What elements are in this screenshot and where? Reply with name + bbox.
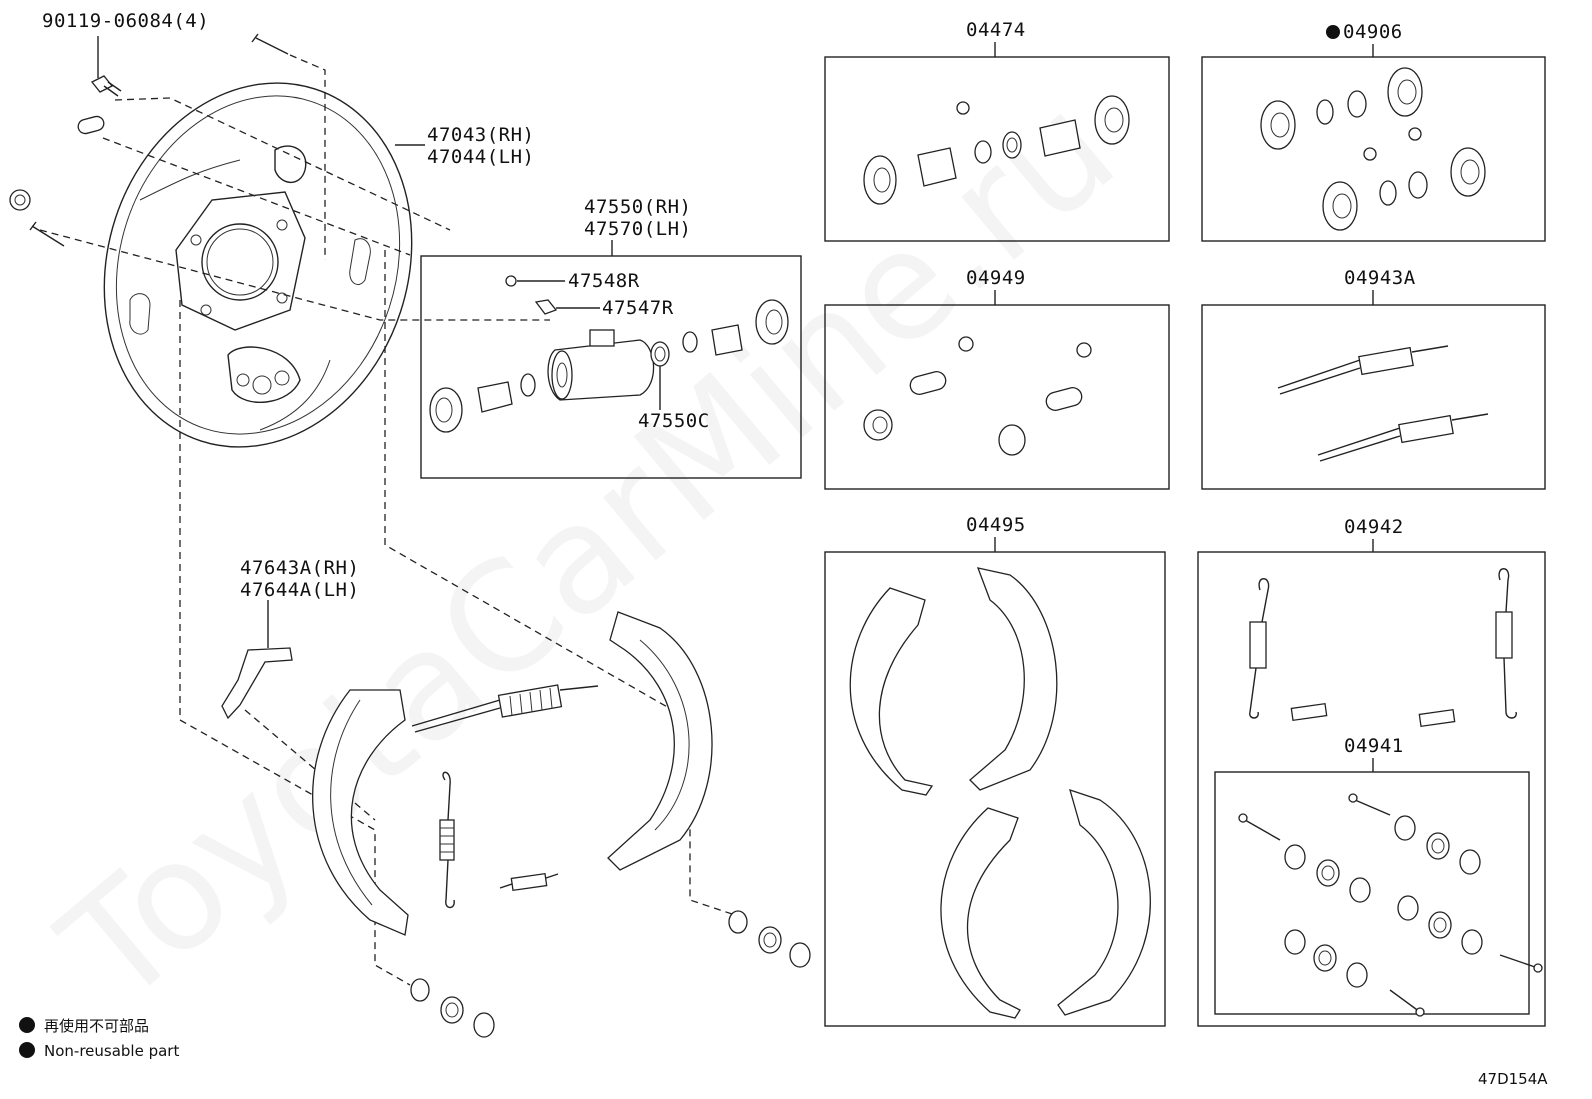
kit-04906-label: 04906 [1343,21,1403,43]
pin-part-top [251,33,289,55]
kit-04941-box [1214,771,1530,1015]
kit-04942-label: 04942 [1344,516,1404,538]
kit-04474-box [824,56,1170,242]
label-backing-plate-lh: 47044(LH) [427,146,534,168]
figure-code: 47D154A [1478,1070,1548,1088]
kit-04495-label: 04495 [966,514,1026,536]
label-bleeder-cap: 47548R [568,270,640,292]
kit-04906-parts [1260,67,1486,231]
plug-part [9,189,31,211]
kit-04942-springs [1249,568,1517,728]
kit-04495-shoes [849,567,1151,1019]
label-wheel-cylinder-lh: 47570(LH) [584,218,691,240]
legend-dot-icon-jp [19,1017,35,1033]
kit-04941-hold-down-parts [1238,793,1543,1017]
label-bolt: 90119-06084(4) [42,10,209,32]
kit-04474-label: 04474 [966,19,1026,41]
label-lever-rh: 47643A(RH) [240,557,359,579]
non-reusable-mark-icon [1326,25,1340,39]
kit-04943A-label: 04943A [1344,267,1416,289]
hold-down-parts-right [728,910,811,968]
legend-en-text: Non-reusable part [44,1042,179,1060]
bolt-part [90,75,122,97]
kit-04943A-box [1201,304,1546,490]
grommet-part [77,115,105,135]
label-lever-lh: 47644A(LH) [240,579,359,601]
kit-04474-parts [863,95,1130,205]
wheel-cylinder-box [420,255,802,479]
backing-plate-drawing [103,82,413,448]
label-backing-plate-rh: 47043(RH) [427,124,534,146]
pin-part-left [29,221,65,247]
kit-04949-label: 04949 [966,267,1026,289]
return-spring [439,771,455,909]
label-bleeder-plug: 47547R [602,297,674,319]
kit-04941-label: 04941 [1344,735,1404,757]
brake-shoe-right [607,611,713,871]
legend-jp-text: 再使用不可部品 [44,1017,149,1035]
kit-04943A-parts [1277,345,1489,462]
parking-lever-part [221,647,293,720]
adjuster-part [411,684,599,733]
legend-dot-icon-en [19,1042,35,1058]
short-spring [499,872,559,892]
kit-04906-box [1201,56,1546,242]
brake-shoe-left [312,689,409,936]
kit-04942-box [1197,551,1546,1027]
kit-04495-box [824,551,1166,1027]
wheel-cylinder-parts [429,275,789,433]
kit-04949-parts [863,336,1092,456]
hold-down-parts-left [410,978,495,1038]
kit-04949-box [824,304,1170,490]
label-cylinder-kit: 47550C [638,410,710,432]
label-wheel-cylinder-rh: 47550(RH) [584,196,691,218]
